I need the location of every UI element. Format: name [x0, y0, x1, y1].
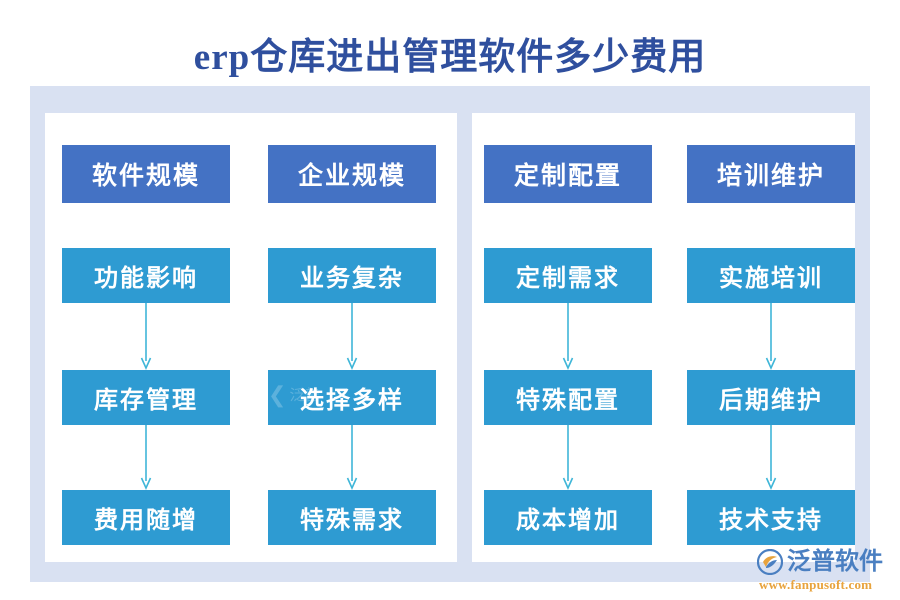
column-training-maintenance: 培训维护 实施培训 后期维护 技术支持 [687, 113, 855, 562]
arrow-down-icon [562, 425, 574, 490]
step-box-3[interactable]: 特殊需求 [268, 490, 436, 545]
brand-url: www.fanpusoft.com [759, 577, 873, 592]
step-box-3[interactable]: 成本增加 [484, 490, 652, 545]
arrow-down-icon [346, 303, 358, 370]
step-box-2[interactable]: 库存管理 [62, 370, 230, 425]
column-header-box[interactable]: 软件规模 [62, 145, 230, 203]
step-box-2[interactable]: 特殊配置 [484, 370, 652, 425]
arrow-down-icon [140, 425, 152, 490]
column-header-box[interactable]: 定制配置 [484, 145, 652, 203]
arrow-down-icon [140, 303, 152, 370]
step-box-1[interactable]: 业务复杂 [268, 248, 436, 303]
step-box-1[interactable]: 功能影响 [62, 248, 230, 303]
step-box-2[interactable]: 后期维护 [687, 370, 855, 425]
arrow-down-icon [562, 303, 574, 370]
arrow-down-icon [346, 425, 358, 490]
step-box-2[interactable]: 选择多样 [268, 370, 436, 425]
brand-logo: 泛普软件 www.fanpusoft.com [756, 548, 893, 592]
column-header-box[interactable]: 培训维护 [687, 145, 855, 203]
step-box-1[interactable]: 实施培训 [687, 248, 855, 303]
arrow-down-icon [765, 425, 777, 490]
page-title: erp仓库进出管理软件多少费用 [193, 37, 707, 78]
brand-name: 泛普软件 [787, 549, 883, 575]
step-box-3[interactable]: 费用随增 [62, 490, 230, 545]
column-header-box[interactable]: 企业规模 [268, 145, 436, 203]
arrow-down-icon [765, 303, 777, 370]
column-software-scale: 软件规模 功能影响 库存管理 费用随增 [62, 113, 230, 562]
fanpu-logo-icon [756, 548, 784, 576]
step-box-3[interactable]: 技术支持 [687, 490, 855, 545]
step-box-1[interactable]: 定制需求 [484, 248, 652, 303]
brand-logo-row: 泛普软件 [756, 548, 893, 576]
column-enterprise-scale: 企业规模 业务复杂 选择多样 特殊需求 [268, 113, 436, 562]
column-custom-config: 定制配置 定制需求 特殊配置 成本增加 [484, 113, 652, 562]
